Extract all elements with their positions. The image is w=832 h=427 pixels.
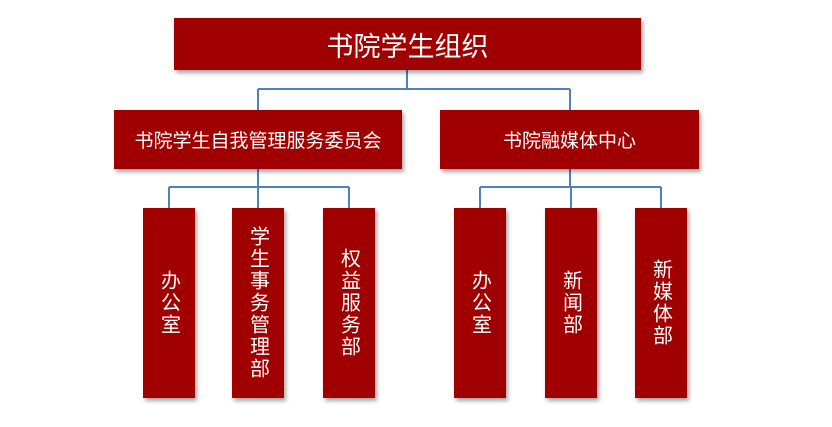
leaf-node-new-media: 新媒体部 xyxy=(635,208,687,398)
leaf-node-news: 新闻部 xyxy=(545,208,597,398)
leaf-node-student-affairs: 学生事务管理部 xyxy=(232,208,284,398)
root-node: 书院学生组织 xyxy=(174,18,641,70)
branch-node-student-committee: 书院学生自我管理服务委员会 xyxy=(114,110,402,169)
branch-node-media-center: 书院融媒体中心 xyxy=(440,110,699,169)
leaf-node-office-2: 办公室 xyxy=(454,208,506,398)
leaf-node-rights-service: 权益服务部 xyxy=(323,208,375,398)
leaf-node-office-1: 办公室 xyxy=(143,208,195,398)
